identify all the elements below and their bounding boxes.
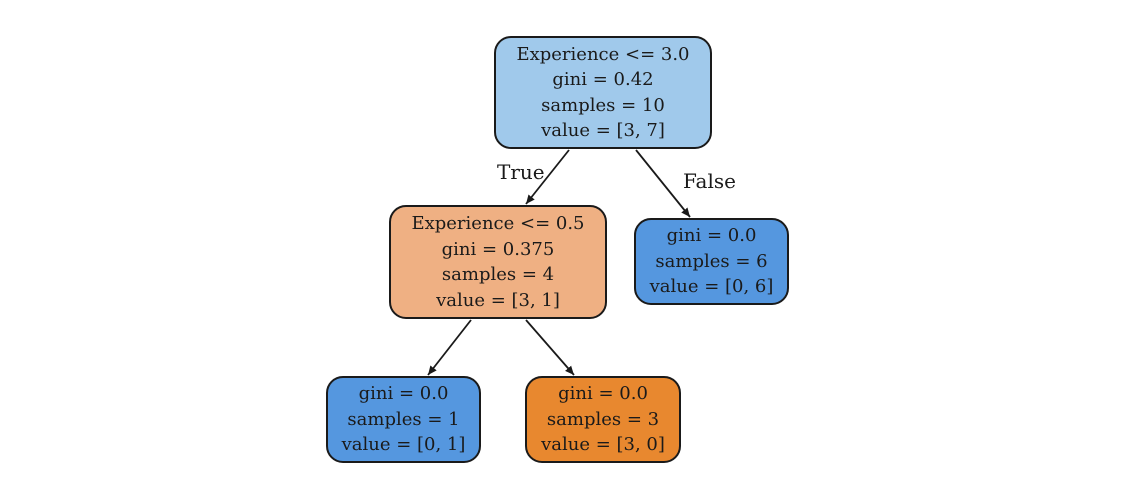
- right-leaf-node: gini = 0.0 samples = 6 value = [0, 6]: [634, 218, 789, 305]
- node-value: value = [3, 0]: [541, 434, 665, 456]
- node-split-rule: Experience <= 0.5: [411, 213, 585, 234]
- node-gini: gini = 0.0: [666, 225, 757, 247]
- edge-label-false: False: [683, 169, 736, 193]
- node-samples: samples = 10: [541, 94, 665, 116]
- node-samples: samples = 6: [655, 250, 768, 272]
- node-value: value = [0, 1]: [341, 434, 466, 456]
- node-value: value = [0, 6]: [649, 276, 774, 298]
- node-gini: gini = 0.42: [552, 69, 654, 90]
- edge-root-to-right: [635, 149, 691, 218]
- node-gini: gini = 0.0: [358, 383, 449, 405]
- bottom-right-leaf-node: gini = 0.0 samples = 3 value = [3, 0]: [525, 376, 681, 463]
- node-samples: samples = 3: [546, 408, 660, 430]
- node-split-rule: Experience <= 3.0: [516, 43, 690, 65]
- edge-root-to-left: [525, 149, 570, 205]
- edge-left-to-leaf-right: [525, 319, 575, 376]
- node-gini: gini = 0.375: [441, 238, 555, 260]
- node-samples: samples = 1: [347, 408, 460, 430]
- edge-label-true: True: [497, 160, 545, 184]
- node-gini: gini = 0.0: [558, 383, 648, 405]
- edge-left-to-leaf-left: [427, 319, 472, 376]
- root-node: Experience <= 3.0 gini = 0.42 samples = …: [494, 36, 712, 149]
- bottom-left-leaf-node: gini = 0.0 samples = 1 value = [0, 1]: [326, 376, 481, 463]
- node-samples: samples = 4: [441, 264, 555, 285]
- left-split-node: Experience <= 0.5 gini = 0.375 samples =…: [389, 205, 607, 319]
- node-value: value = [3, 1]: [436, 289, 560, 311]
- node-value: value = [3, 7]: [541, 120, 665, 141]
